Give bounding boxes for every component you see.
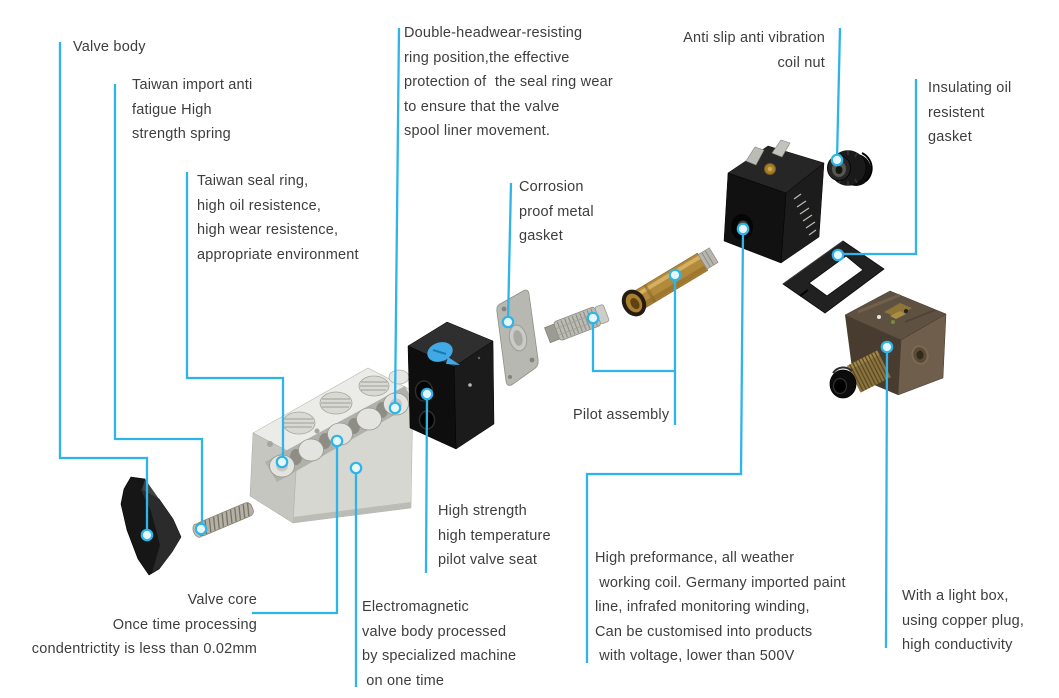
- label-high-preformance: High preformance, all weather working co…: [595, 550, 846, 664]
- label-corrosion: Corrosion proof metal gasket: [519, 179, 594, 244]
- connector-dot-light-box: [880, 340, 894, 354]
- leader-line-spring: [113, 84, 204, 528]
- label-double-headwear: Double-headwear-resisting ring position,…: [404, 25, 613, 139]
- label-valve-body: Valve body: [73, 39, 146, 55]
- connector-dot-spring: [194, 522, 208, 536]
- label-high-strength: High strength high temperature pilot val…: [438, 503, 551, 568]
- connector-dot-valve-body: [140, 528, 154, 542]
- connector-dot-insulating: [831, 248, 845, 262]
- connector-dot-pilot-plunger: [586, 311, 600, 325]
- label-seal-ring: Taiwan seal ring, high oil resistence, h…: [197, 173, 359, 263]
- solenoid-coil-part: [723, 139, 825, 264]
- leader-line-insulating: [841, 79, 918, 256]
- pilot-plunger-part: [544, 304, 610, 344]
- leader-line-valve-core: [252, 441, 339, 615]
- connector-dot-valve-core: [330, 434, 344, 448]
- connector-dot-electromagnetic: [349, 461, 363, 475]
- leader-line-pilot-plunger: [591, 319, 675, 373]
- leader-line-light-box: [884, 347, 889, 649]
- leader-line-anti-slip: [835, 27, 842, 160]
- leader-line-valve-body: [58, 42, 149, 535]
- connector-dot-pilot-seat: [420, 387, 434, 401]
- connector-dot-anti-slip: [830, 153, 844, 167]
- leader-line-double-headwear: [393, 27, 401, 408]
- blue-knob: [427, 342, 460, 365]
- label-light-box: With a light box, using copper plug, hig…: [902, 588, 1025, 653]
- valve-core-wedge-part: [120, 476, 182, 576]
- leader-line-pilot-seat: [424, 394, 429, 574]
- connector-dot-pilot-tube: [668, 268, 682, 282]
- return-spring-part: [192, 502, 254, 538]
- pilot-valve-seat-part: [407, 321, 495, 450]
- label-electromagnetic: Electromagnetic valve body processed by …: [362, 599, 517, 689]
- label-spring: Taiwan import anti fatigue High strength…: [132, 77, 253, 142]
- label-pilot-assembly: Pilot assembly: [573, 407, 670, 423]
- valve-body-part: [249, 367, 414, 524]
- label-insulating: Insulating oil resistent gasket: [928, 80, 1012, 145]
- connector-dot-seal-ring: [275, 455, 289, 469]
- leader-line-coil: [585, 229, 745, 663]
- label-anti-slip: Anti slip anti vibration coil nut: [683, 30, 825, 71]
- pilot-assembly-tube-part: [621, 247, 719, 317]
- leader-line-seal-ring: [185, 172, 285, 461]
- insulating-gasket-part: [782, 240, 885, 314]
- connector-dot-corrosion: [501, 315, 515, 329]
- corrosion-proof-gasket-part: [496, 289, 539, 386]
- connector-dot-coil: [736, 222, 750, 236]
- leader-line-corrosion: [506, 182, 513, 322]
- connector-dot-double-headwear: [388, 401, 402, 415]
- label-valve-core: Valve core Once time processing condentr…: [31, 592, 257, 657]
